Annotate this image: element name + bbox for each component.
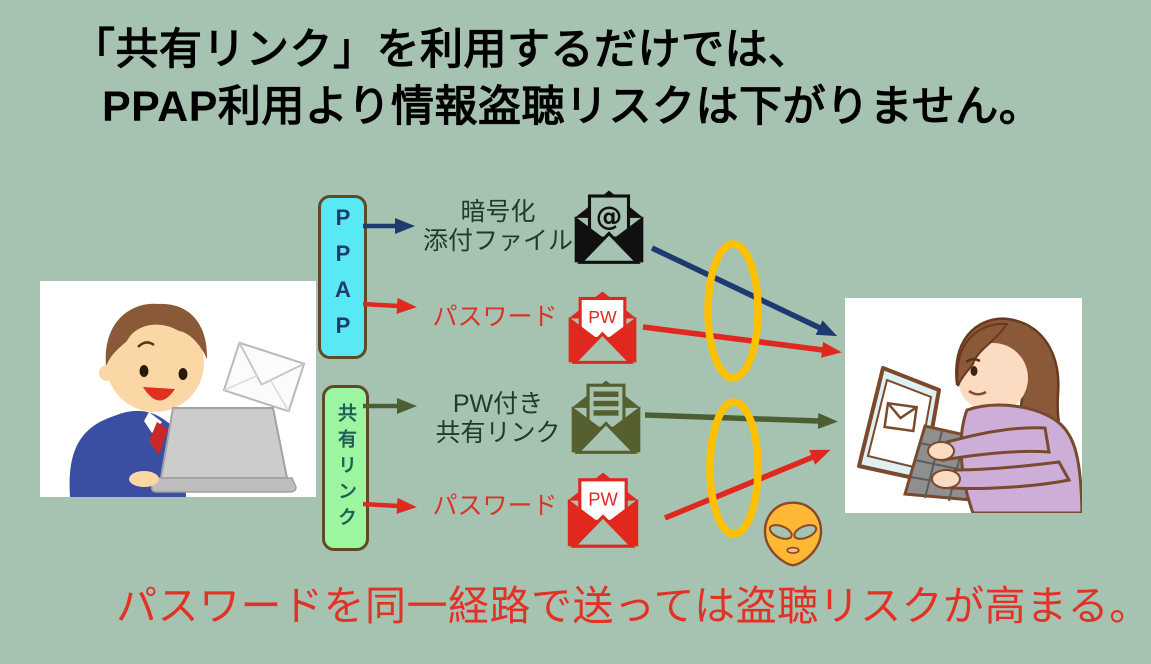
- red-envelope-pw-icon: PW: [564, 290, 641, 367]
- man-mouth: [143, 387, 175, 401]
- title-line-1: 「共有リンク」を利用するだけでは、: [72, 26, 812, 74]
- woman-mouth: [968, 389, 987, 396]
- woman-at-laptop-image: [857, 317, 1082, 513]
- sent-mail-envelope-icon: [222, 341, 306, 413]
- man-eye: [178, 368, 188, 380]
- arrow-ppap-to-password: [362, 297, 417, 314]
- man-tie: [149, 422, 168, 455]
- pw-label: PW: [588, 488, 618, 509]
- arrow-attachment-to-receiver: [650, 245, 838, 337]
- arrow-link-to-receiver: [644, 412, 838, 429]
- alien-eye: [793, 524, 818, 540]
- alien-eavesdropper-icon: [759, 500, 827, 568]
- man-at-laptop-image: [69, 303, 306, 497]
- ppap-method-box: PPAP: [318, 195, 367, 359]
- page-title: 「共有リンク」を利用するだけでは、 PPAP利用より情報盗聴リスクは下がりません…: [72, 22, 1042, 136]
- man-eyebrow: [137, 341, 155, 348]
- title-line-2: PPAP利用より情報盗聴リスクは下がりません。: [102, 83, 1043, 131]
- flow-label-pw-shared-link: PW付き 共有リンク: [435, 390, 561, 447]
- shared-link-method-box: 共有リンク: [322, 385, 369, 551]
- receiver-illustration: [845, 298, 1082, 513]
- man-hair: [105, 303, 208, 367]
- flow-label-ppap-password: パスワード: [432, 303, 558, 331]
- alien-eye: [768, 524, 793, 540]
- footer-warning: パスワードを同一経路で送っては盗聴リスクが高まる。: [116, 583, 1151, 629]
- man-face: [106, 314, 204, 412]
- alien-mouth: [786, 546, 800, 554]
- olive-envelope-document-icon: [567, 379, 645, 458]
- eavesdrop-ring-sharedlink: [706, 398, 762, 538]
- man-eye: [139, 365, 149, 377]
- woman-eye: [970, 366, 978, 376]
- woman-hand: [927, 441, 955, 461]
- email-on-screen-icon: [883, 401, 919, 433]
- red-envelope-pw-icon: PW: [563, 471, 643, 552]
- document-lines: [593, 391, 619, 416]
- sender-illustration: [40, 281, 316, 497]
- woman-hand: [931, 469, 961, 489]
- man-hand: [129, 471, 159, 487]
- arrow-password1-to-receiver: [642, 324, 842, 358]
- black-envelope-at-icon: @: [570, 189, 648, 267]
- laptop-screen: [159, 407, 289, 479]
- ppap-label: PPAP: [330, 205, 356, 349]
- flow-label-encrypted-attachment: 暗号化 添付ファイル: [423, 198, 574, 255]
- flow-label-shared-link-password: パスワード: [432, 492, 558, 520]
- pw-label: PW: [588, 307, 617, 327]
- eavesdrop-ring-ppap: [704, 240, 762, 382]
- woman-eyebrow: [965, 358, 981, 364]
- shared-link-label: 共有リンク: [335, 403, 356, 533]
- at-symbol: @: [596, 202, 623, 233]
- woman-sweater: [959, 403, 1082, 513]
- laptop-base: [150, 477, 297, 493]
